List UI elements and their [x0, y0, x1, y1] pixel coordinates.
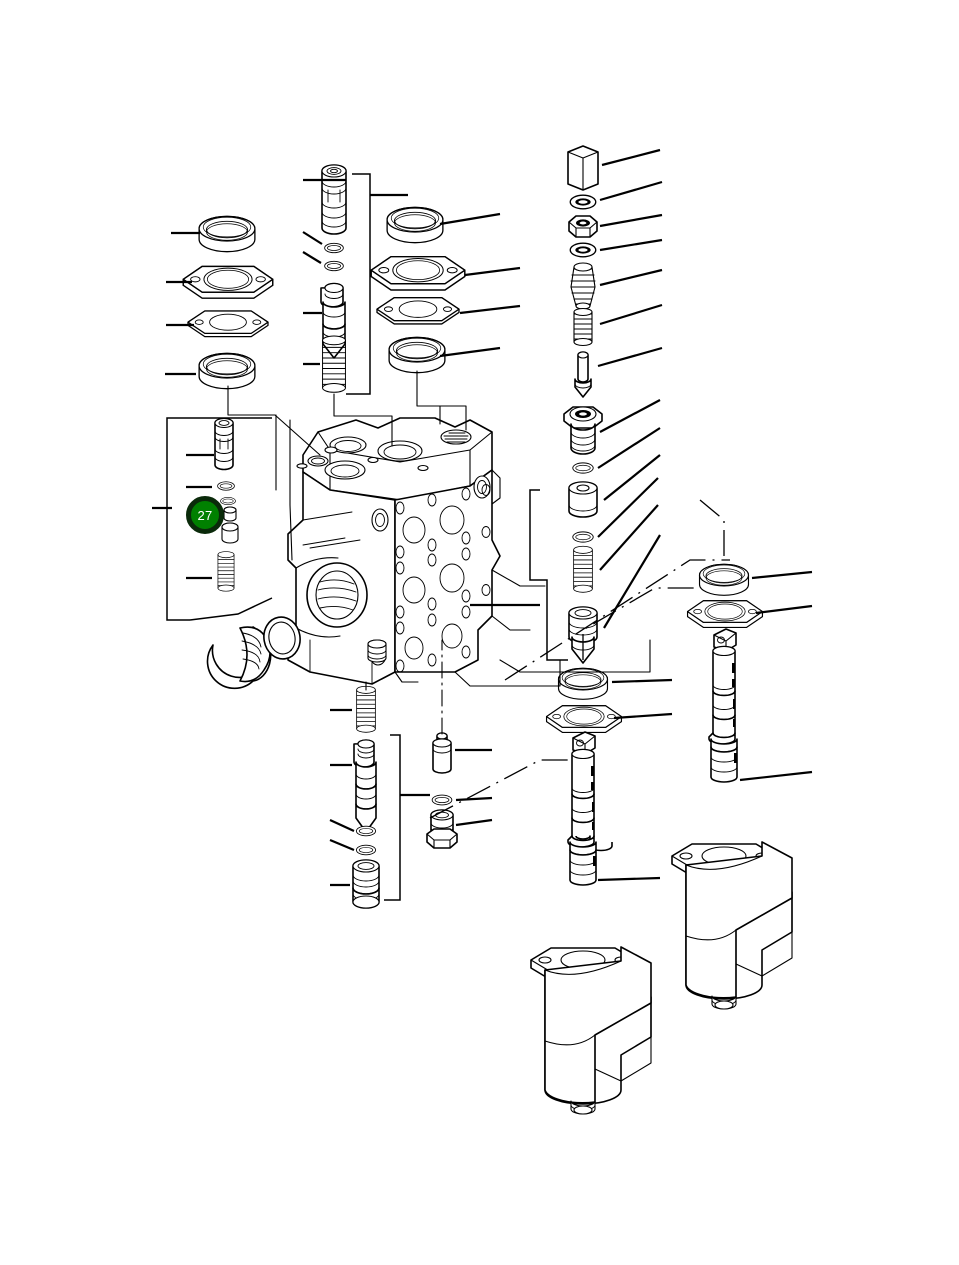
upper-left-seal-stack	[182, 215, 274, 390]
lower-right-solenoid-assembly	[671, 563, 793, 1010]
upper-center-cartridge-stack	[320, 164, 371, 395]
callout-27-parts	[186, 417, 239, 592]
leader-lines-right-column	[597, 148, 663, 629]
lower-left-solenoid-assembly	[530, 667, 652, 1115]
upper-right-seal-stack	[370, 206, 466, 374]
leader-lines-lower-center	[329, 708, 430, 887]
lower-center-check-valve	[426, 732, 458, 849]
small-plug-under-body	[367, 639, 387, 663]
projection-right-solenoid	[699, 499, 725, 556]
leader-lines-upper-center	[302, 178, 408, 366]
leader-lines-lower-left-solenoid	[597, 678, 673, 882]
center-valve-body	[287, 417, 501, 685]
leader-lines-check-valve	[455, 748, 493, 827]
projection-left-solenoid	[582, 587, 730, 660]
callout-circle-27[interactable]: 27	[186, 496, 224, 534]
lower-center-cartridge-stack	[352, 685, 401, 909]
callout-marker-27[interactable]: 27	[186, 496, 224, 534]
assembly-line-center	[333, 393, 393, 447]
leader-lines-upper-left	[165, 231, 200, 376]
assembly-line-left	[227, 385, 321, 456]
assembly-line-right	[416, 370, 441, 425]
leader-lines-upper-right	[439, 212, 521, 358]
assembly-line-right2	[439, 405, 467, 431]
callout-27-bracket	[152, 417, 273, 621]
right-relief-valve-column	[529, 145, 603, 664]
projection-lines	[275, 414, 730, 819]
callout-label-27: 27	[197, 507, 213, 523]
threaded-plug-assembly	[206, 616, 301, 690]
leader-lines-lower-right-solenoid	[739, 570, 813, 782]
